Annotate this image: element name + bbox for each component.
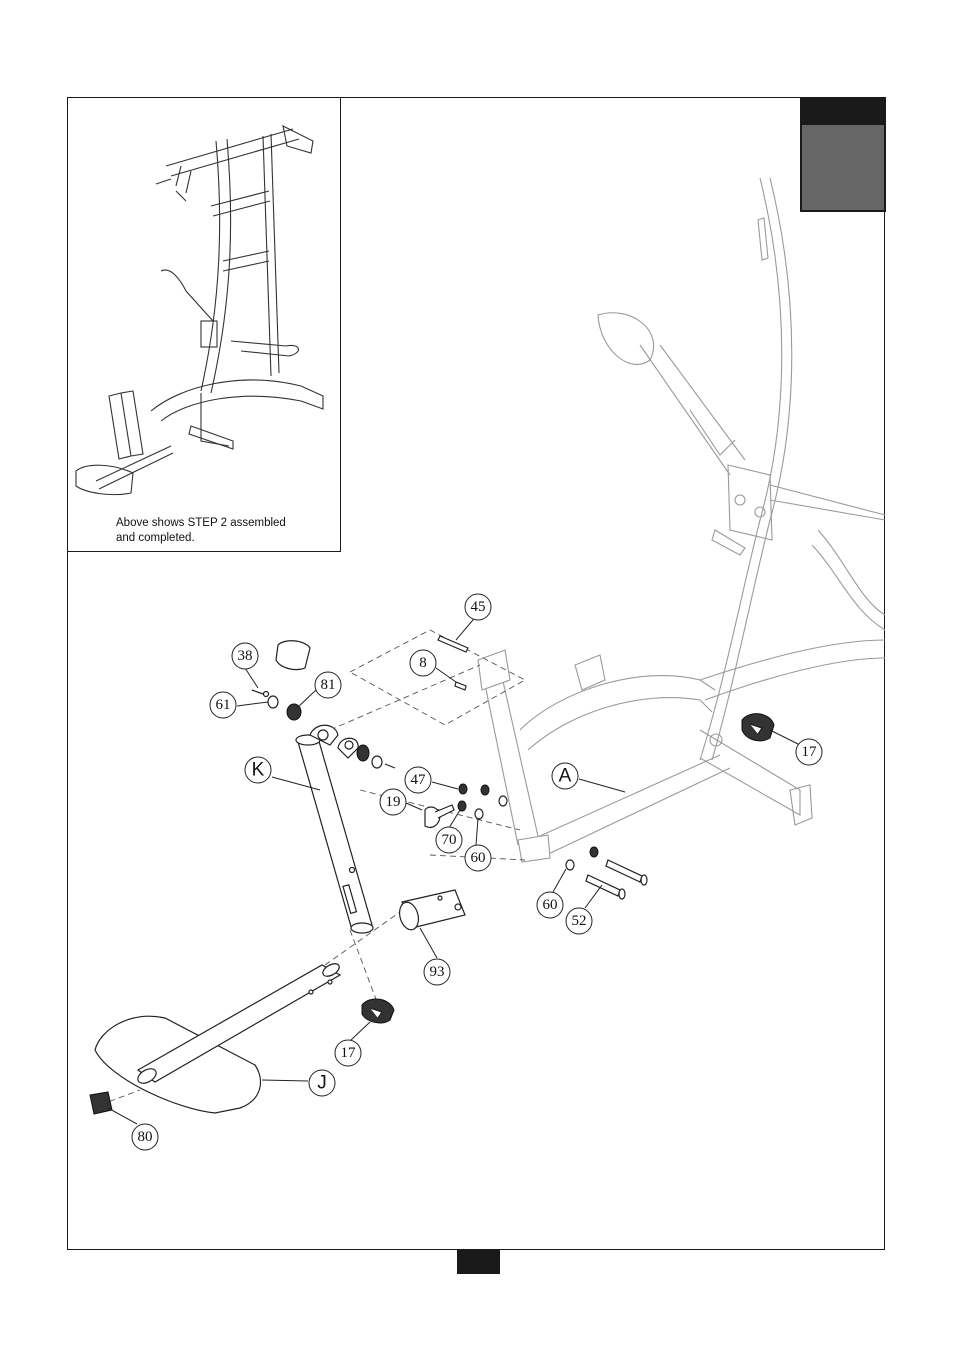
end-caps-17: [361, 713, 775, 1024]
callout-80-text: 80: [138, 1129, 153, 1145]
callout-61-text: 61: [216, 697, 231, 713]
inset-panel: Above shows STEP 2 assembled and complet…: [67, 97, 341, 552]
callout-81: 81: [314, 671, 342, 699]
callout-17-right: 17: [795, 738, 823, 766]
callout-70-text: 70: [442, 832, 457, 848]
bolts-52-and-nuts-60: [565, 846, 648, 900]
callout-60-upper-text: 60: [471, 850, 486, 866]
callout-81-text: 81: [321, 677, 336, 693]
page-number-tab: [457, 1250, 500, 1274]
part-93-sleeve: [398, 889, 466, 931]
callout-17-left: 17: [334, 1039, 362, 1067]
callout-45: 45: [464, 593, 492, 621]
callout-38: 38: [231, 642, 259, 670]
callouts: 45 8 38 81 61 47 19 70 60 60 52 17 93 17…: [131, 593, 823, 1151]
callout-60-lower: 60: [536, 891, 564, 919]
callout-38-text: 38: [238, 648, 253, 664]
label-K: K: [244, 756, 272, 784]
label-J: J: [308, 1069, 336, 1097]
callout-93: 93: [423, 958, 451, 986]
step-tab-header: [800, 97, 886, 125]
callout-93-text: 93: [430, 964, 445, 980]
label-K-text: K: [252, 760, 265, 781]
callout-60-upper: 60: [464, 844, 492, 872]
callout-60-lower-text: 60: [543, 897, 558, 913]
callout-19: 19: [379, 788, 407, 816]
part-K-tube: [295, 724, 374, 934]
inset-caption-line1: Above shows STEP 2 assembled: [116, 517, 286, 529]
step-tab: [800, 125, 886, 212]
callout-80: 80: [131, 1123, 159, 1151]
nuts-and-washers: [424, 783, 508, 828]
frame-A-ghost: [477, 177, 886, 863]
part-J-footplate: [89, 963, 342, 1115]
page-frame: [67, 97, 885, 1250]
callout-61: 61: [209, 691, 237, 719]
label-A: A: [551, 762, 579, 790]
label-J-text: J: [317, 1073, 327, 1094]
callout-47: 47: [404, 766, 432, 794]
callout-45-text: 45: [471, 599, 486, 615]
callout-17-right-text: 17: [802, 744, 818, 760]
callout-52-text: 52: [572, 913, 587, 929]
inset-caption: Above shows STEP 2 assembled and complet…: [116, 516, 326, 546]
callout-47-text: 47: [411, 772, 427, 788]
callout-19-text: 19: [386, 794, 401, 810]
callout-70: 70: [435, 826, 463, 854]
pin-45-and-8: [437, 635, 469, 691]
leader-lines: [107, 613, 801, 1125]
callout-8-text: 8: [419, 655, 427, 671]
callout-17-left-text: 17: [341, 1045, 357, 1061]
inset-caption-line2: and completed.: [116, 532, 195, 544]
label-A-text: A: [559, 766, 572, 787]
callout-52: 52: [565, 907, 593, 935]
hardware-washer-bolt: [251, 640, 396, 769]
inset-assembled-illustration: [75, 125, 324, 496]
callout-8: 8: [409, 649, 437, 677]
